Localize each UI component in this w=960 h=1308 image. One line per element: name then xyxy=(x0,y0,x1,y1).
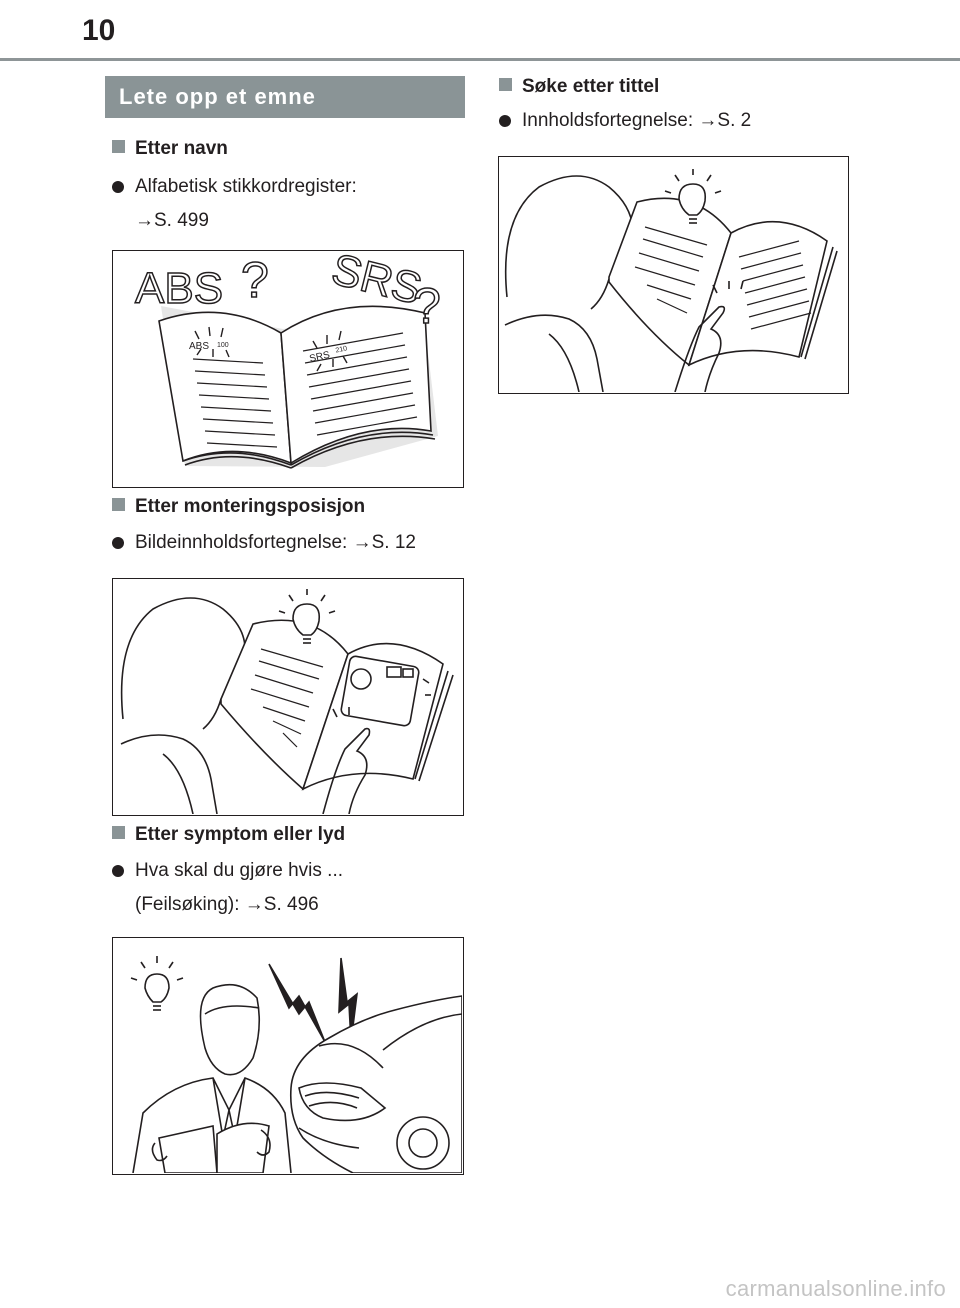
page-ref-link[interactable]: S. 496 xyxy=(263,894,319,915)
heading-etter-symptom: Etter symptom eller lyd xyxy=(112,824,345,846)
heading-etter-navn: Etter navn xyxy=(112,138,228,160)
person-reading-dashboard-illustration xyxy=(112,578,464,816)
section-header: Lete opp et emne xyxy=(105,76,465,118)
page-ref-link[interactable]: S. 499 xyxy=(154,210,209,231)
square-bullet-icon xyxy=(112,498,125,511)
page-number: 10 xyxy=(82,14,116,47)
square-bullet-icon xyxy=(499,78,512,91)
person-reading-contents-illustration xyxy=(498,156,849,394)
top-rule xyxy=(0,58,960,61)
question-mark-icon: ? xyxy=(241,252,269,308)
bullet-dot-icon xyxy=(112,865,124,877)
watermark: carmanualsonline.info xyxy=(725,1276,946,1301)
srs-page-entry: SRS xyxy=(308,350,331,365)
page-ref-link[interactable]: S. 2 xyxy=(717,110,752,131)
abs-question-label: ABS xyxy=(135,264,223,313)
heading-soke-etter-tittel: Søke etter tittel xyxy=(499,76,659,98)
bullet-dot-icon xyxy=(112,537,124,549)
open-book-abs-srs-illustration: ABS ? SRS ? ABS 100 SRS 210 xyxy=(112,250,464,488)
srs-page-number: 210 xyxy=(335,345,348,354)
srs-question-label: SRS xyxy=(327,251,427,314)
square-bullet-icon xyxy=(112,140,125,153)
abs-page-entry: ABS xyxy=(189,341,209,352)
heading-etter-monteringsposisjon: Etter monteringsposisjon xyxy=(112,496,365,518)
page-ref-link[interactable]: S. 12 xyxy=(371,532,416,553)
bullet-dot-icon xyxy=(112,181,124,193)
abs-page-number: 100 xyxy=(217,342,229,349)
square-bullet-icon xyxy=(112,826,125,839)
man-with-manual-car-noise-illustration xyxy=(112,937,464,1175)
question-mark-icon: ? xyxy=(413,278,441,334)
bullet-dot-icon xyxy=(499,115,511,127)
